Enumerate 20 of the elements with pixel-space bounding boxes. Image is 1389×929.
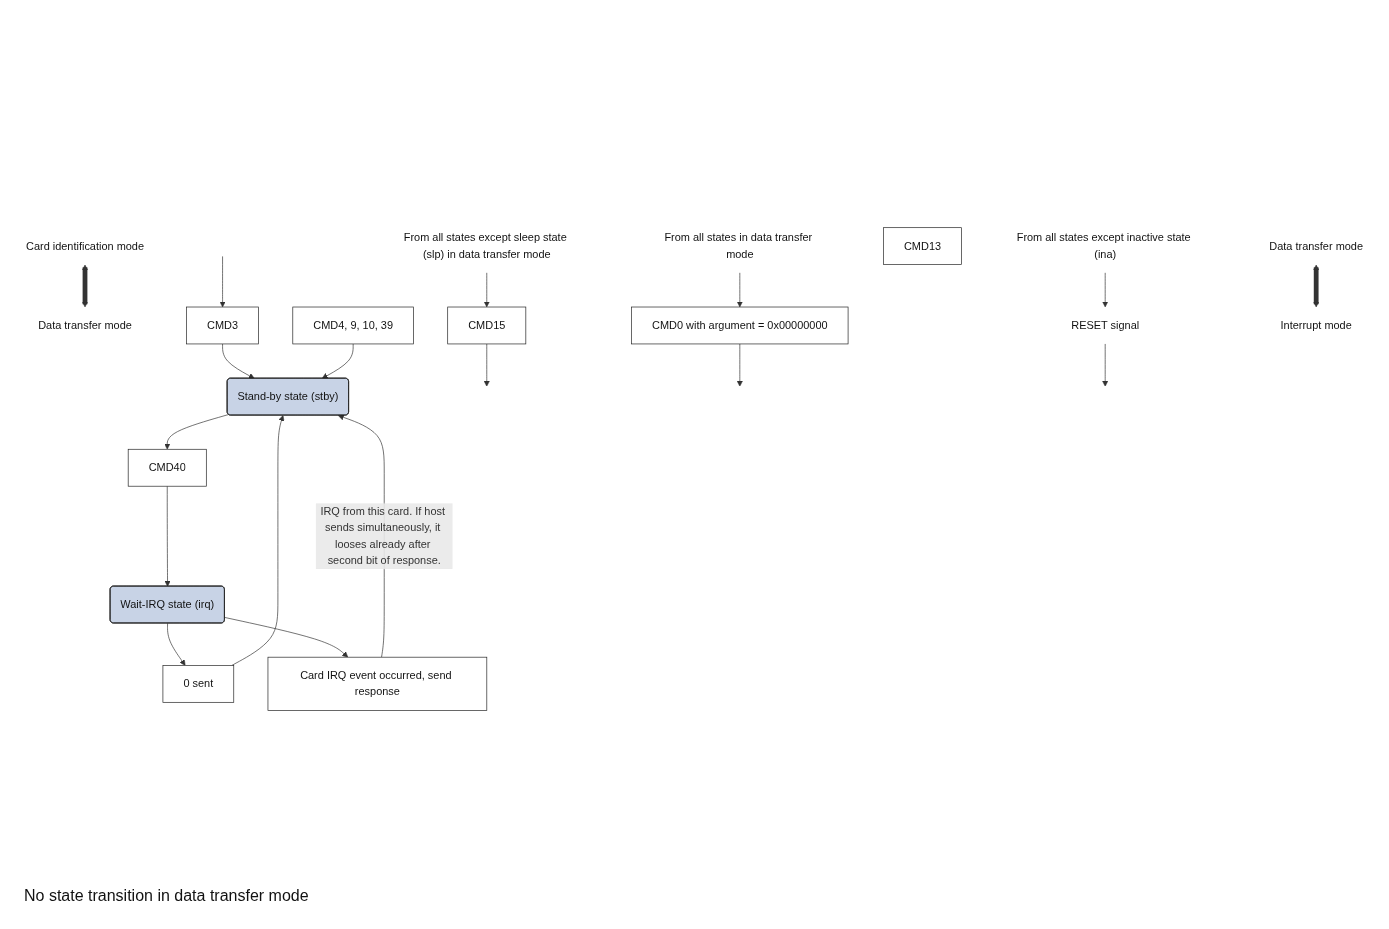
node-text: Data transfer mode (1269, 239, 1363, 252)
node-text: Interrupt mode (1280, 318, 1352, 331)
node-box: CMD0 with argument = 0x00000000 (631, 306, 849, 344)
node-box: CMD3 (186, 306, 259, 344)
node-text: RESET signal (1071, 318, 1140, 331)
node-box: CMD40 (127, 448, 207, 487)
edge-label: IRQ from this card. If host sends simultaneously, it looses already after second bit of response. (320, 504, 446, 566)
note-text: No state transition in data transfer mode (24, 887, 309, 905)
node-text: Data transfer mode (38, 318, 132, 331)
node-text: From all states in data transfer mode (664, 231, 813, 260)
node-text: Card identification mode (26, 239, 145, 252)
node-box: CMD15 (447, 306, 527, 344)
node-text: From all states except inactive state (ina) (1016, 231, 1191, 260)
arrow (82, 264, 88, 307)
node-box: CMD4, 9, 10, 39 (292, 306, 414, 344)
node-box: Card IRQ event occurred, send response (267, 656, 488, 711)
node-box: 0 sent (162, 664, 235, 703)
arrow (1313, 264, 1320, 307)
node-text: From all states except sleep state (slp) in data transfer mode (403, 231, 567, 260)
node-box: CMD13 (883, 226, 962, 265)
